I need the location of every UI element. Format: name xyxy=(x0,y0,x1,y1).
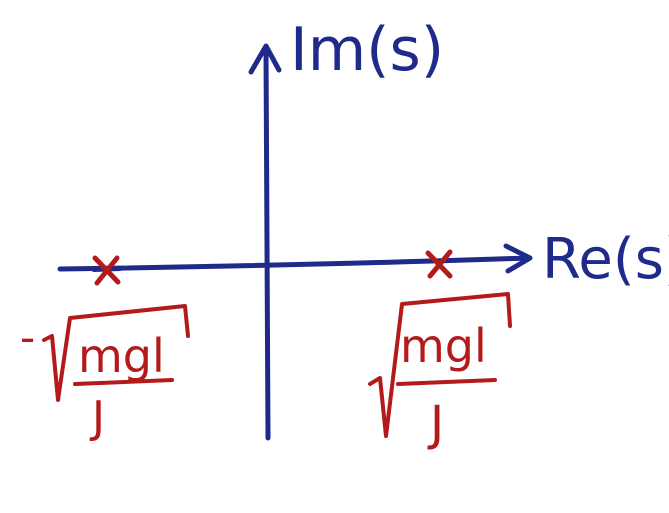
real-axis xyxy=(57,243,533,274)
imaginary-axis xyxy=(248,43,282,441)
pole-label-positive-denominator: J xyxy=(427,396,444,452)
pole-label-negative-sign: - xyxy=(20,313,35,362)
pole-label-negative-numerator: mgl xyxy=(78,329,165,383)
pole-label-negative-radical xyxy=(42,304,190,402)
pole-marker-positive-stroke-b xyxy=(427,249,453,279)
pole-label-positive-fraction-bar xyxy=(396,378,497,386)
pole-marker-positive xyxy=(425,249,453,279)
pole-label-positive: mgl J xyxy=(368,292,512,452)
real-axis-line xyxy=(57,255,531,272)
pole-label-positive-numerator: mgl xyxy=(400,319,487,373)
real-axis-arrowhead xyxy=(503,243,533,274)
pole-label-negative: - mgl J xyxy=(20,304,190,443)
pole-marker-negative xyxy=(92,255,122,286)
pole-label-negative-denominator: J xyxy=(89,392,105,443)
real-axis-label: Re(s) xyxy=(542,227,669,292)
pole-label-negative-fraction-bar xyxy=(73,378,174,386)
pole-label-positive-radical xyxy=(368,292,512,438)
pole-marker-negative-stroke-b xyxy=(94,255,120,286)
imaginary-axis-line xyxy=(263,47,271,441)
imaginary-axis-arrowhead xyxy=(248,43,282,75)
imaginary-axis-label: Im(s) xyxy=(290,15,444,85)
